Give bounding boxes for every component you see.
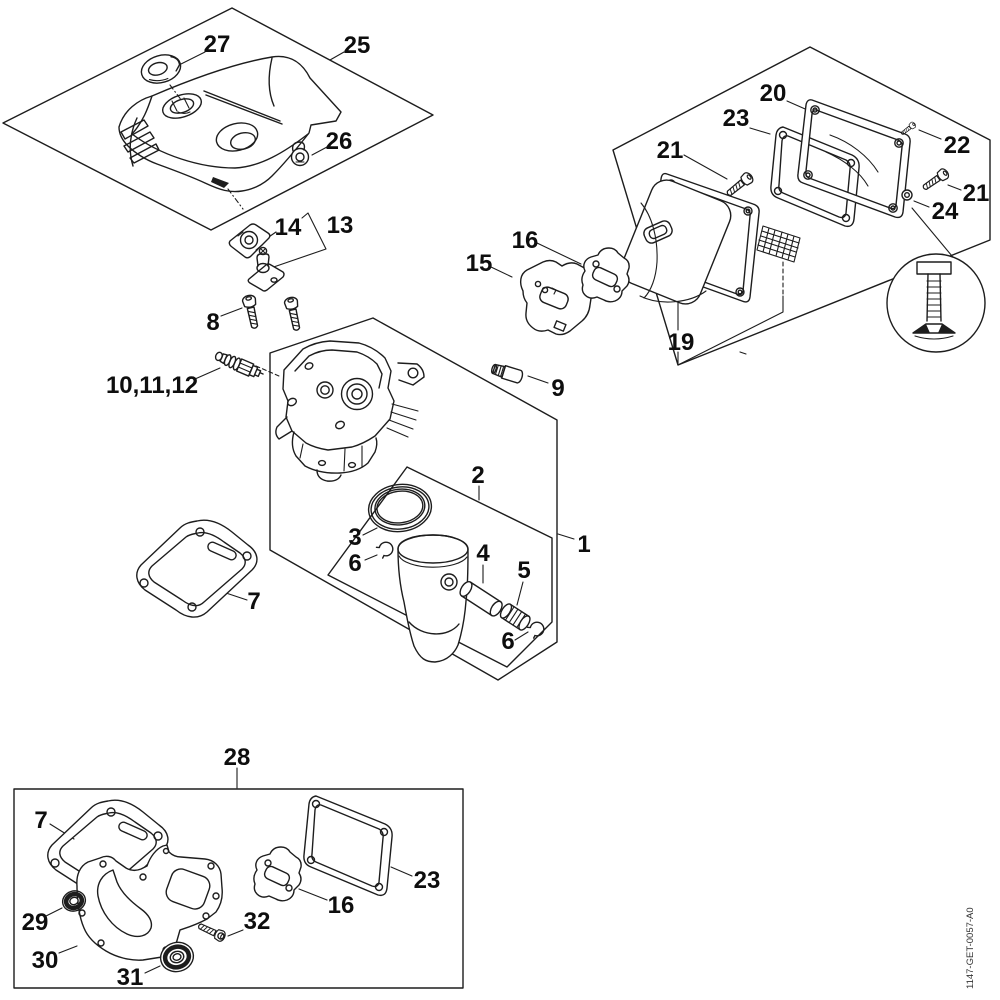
shroud-drawing <box>118 55 342 210</box>
cylinder-box-outline <box>269 317 558 681</box>
shroud-nut-drawing <box>290 141 310 167</box>
crankcase-gasket-drawing <box>76 844 223 961</box>
callout-27[interactable]: 27 <box>204 31 231 58</box>
callout-30[interactable]: 30 <box>32 947 59 974</box>
callout-16-set[interactable]: 16 <box>328 892 355 919</box>
muffler-screw-left-drawing <box>723 170 756 200</box>
set-screw-drawing <box>195 920 228 944</box>
callout-7-top[interactable]: 7 <box>247 588 260 615</box>
shroud-grommet-drawing <box>140 54 183 102</box>
callout-2[interactable]: 2 <box>471 462 484 489</box>
callout-23-set[interactable]: 23 <box>414 867 441 894</box>
screen-screw-drawing <box>899 120 918 137</box>
piston-rings-drawing <box>367 483 433 533</box>
muffler-cover-drawing <box>797 99 911 219</box>
callout-10-11-12[interactable]: 10,11,12 <box>106 372 198 399</box>
piston-drawing <box>397 534 469 663</box>
callout-1[interactable]: 1 <box>577 531 590 558</box>
callout-28[interactable]: 28 <box>224 744 251 771</box>
piston-box-outline <box>327 466 553 668</box>
callout-5[interactable]: 5 <box>517 557 530 584</box>
callout-31[interactable]: 31 <box>117 964 144 991</box>
muffler-box-outline <box>612 46 991 366</box>
gasket-set-large-gasket-drawing <box>303 795 393 897</box>
cylinder-screws-drawing <box>241 293 305 333</box>
callout-29[interactable]: 29 <box>22 909 49 936</box>
piston-pin-drawing <box>459 580 503 617</box>
callout-24[interactable]: 24 <box>932 198 959 225</box>
oil-seal-small-drawing <box>61 890 87 912</box>
callout-8[interactable]: 8 <box>206 309 219 336</box>
callout-23-top[interactable]: 23 <box>723 105 750 132</box>
callout-21-right[interactable]: 21 <box>963 180 990 207</box>
callout-13[interactable]: 13 <box>327 212 354 239</box>
plug-drawing <box>490 363 524 384</box>
cooling-plate-drawing <box>519 259 597 336</box>
callout-3[interactable]: 3 <box>348 524 361 551</box>
leader-lines <box>43 51 962 974</box>
muffler-screw-right-drawing <box>919 166 951 194</box>
manifold-flange-drawing <box>228 223 271 259</box>
muffler-gasket-drawing <box>581 247 630 303</box>
muffler-drawing <box>620 172 760 305</box>
callout-32[interactable]: 32 <box>244 908 271 935</box>
callout-21-left[interactable]: 21 <box>657 137 684 164</box>
callout-15[interactable]: 15 <box>466 250 493 277</box>
callout-25[interactable]: 25 <box>344 32 371 59</box>
callout-20[interactable]: 20 <box>760 80 787 107</box>
oil-seal-large-drawing <box>159 941 195 973</box>
callout-14[interactable]: 14 <box>275 214 302 241</box>
callout-6-lower[interactable]: 6 <box>501 628 514 655</box>
callout-4[interactable]: 4 <box>476 540 490 567</box>
callout-16-top[interactable]: 16 <box>512 227 539 254</box>
needle-bearing-drawing <box>499 603 531 631</box>
callout-7-set[interactable]: 7 <box>34 807 47 834</box>
gasket-set-box-outline <box>13 788 464 989</box>
callout-9[interactable]: 9 <box>551 375 564 402</box>
spark-arrestor-screen-drawing <box>756 225 801 263</box>
callout-19[interactable]: 19 <box>668 329 695 356</box>
cylinder-drawing <box>275 340 425 482</box>
washer-drawing <box>901 189 913 201</box>
cylinder-gasket-drawing <box>136 519 258 618</box>
spark-plug-drawing <box>214 351 264 378</box>
screw-detail-circle <box>886 253 986 353</box>
callout-22[interactable]: 22 <box>944 132 971 159</box>
callout-26[interactable]: 26 <box>326 128 353 155</box>
circlip-upper-drawing <box>375 539 396 560</box>
shroud-box-outline <box>2 7 434 231</box>
circlip-lower-drawing <box>526 619 547 640</box>
callout-6-upper[interactable]: 6 <box>348 550 361 577</box>
bracket-clamp-drawing <box>247 246 285 292</box>
gasket-set-muffler-gasket-drawing <box>253 846 302 902</box>
drawing-number: 1147-GET-0057-A0 <box>965 907 976 989</box>
